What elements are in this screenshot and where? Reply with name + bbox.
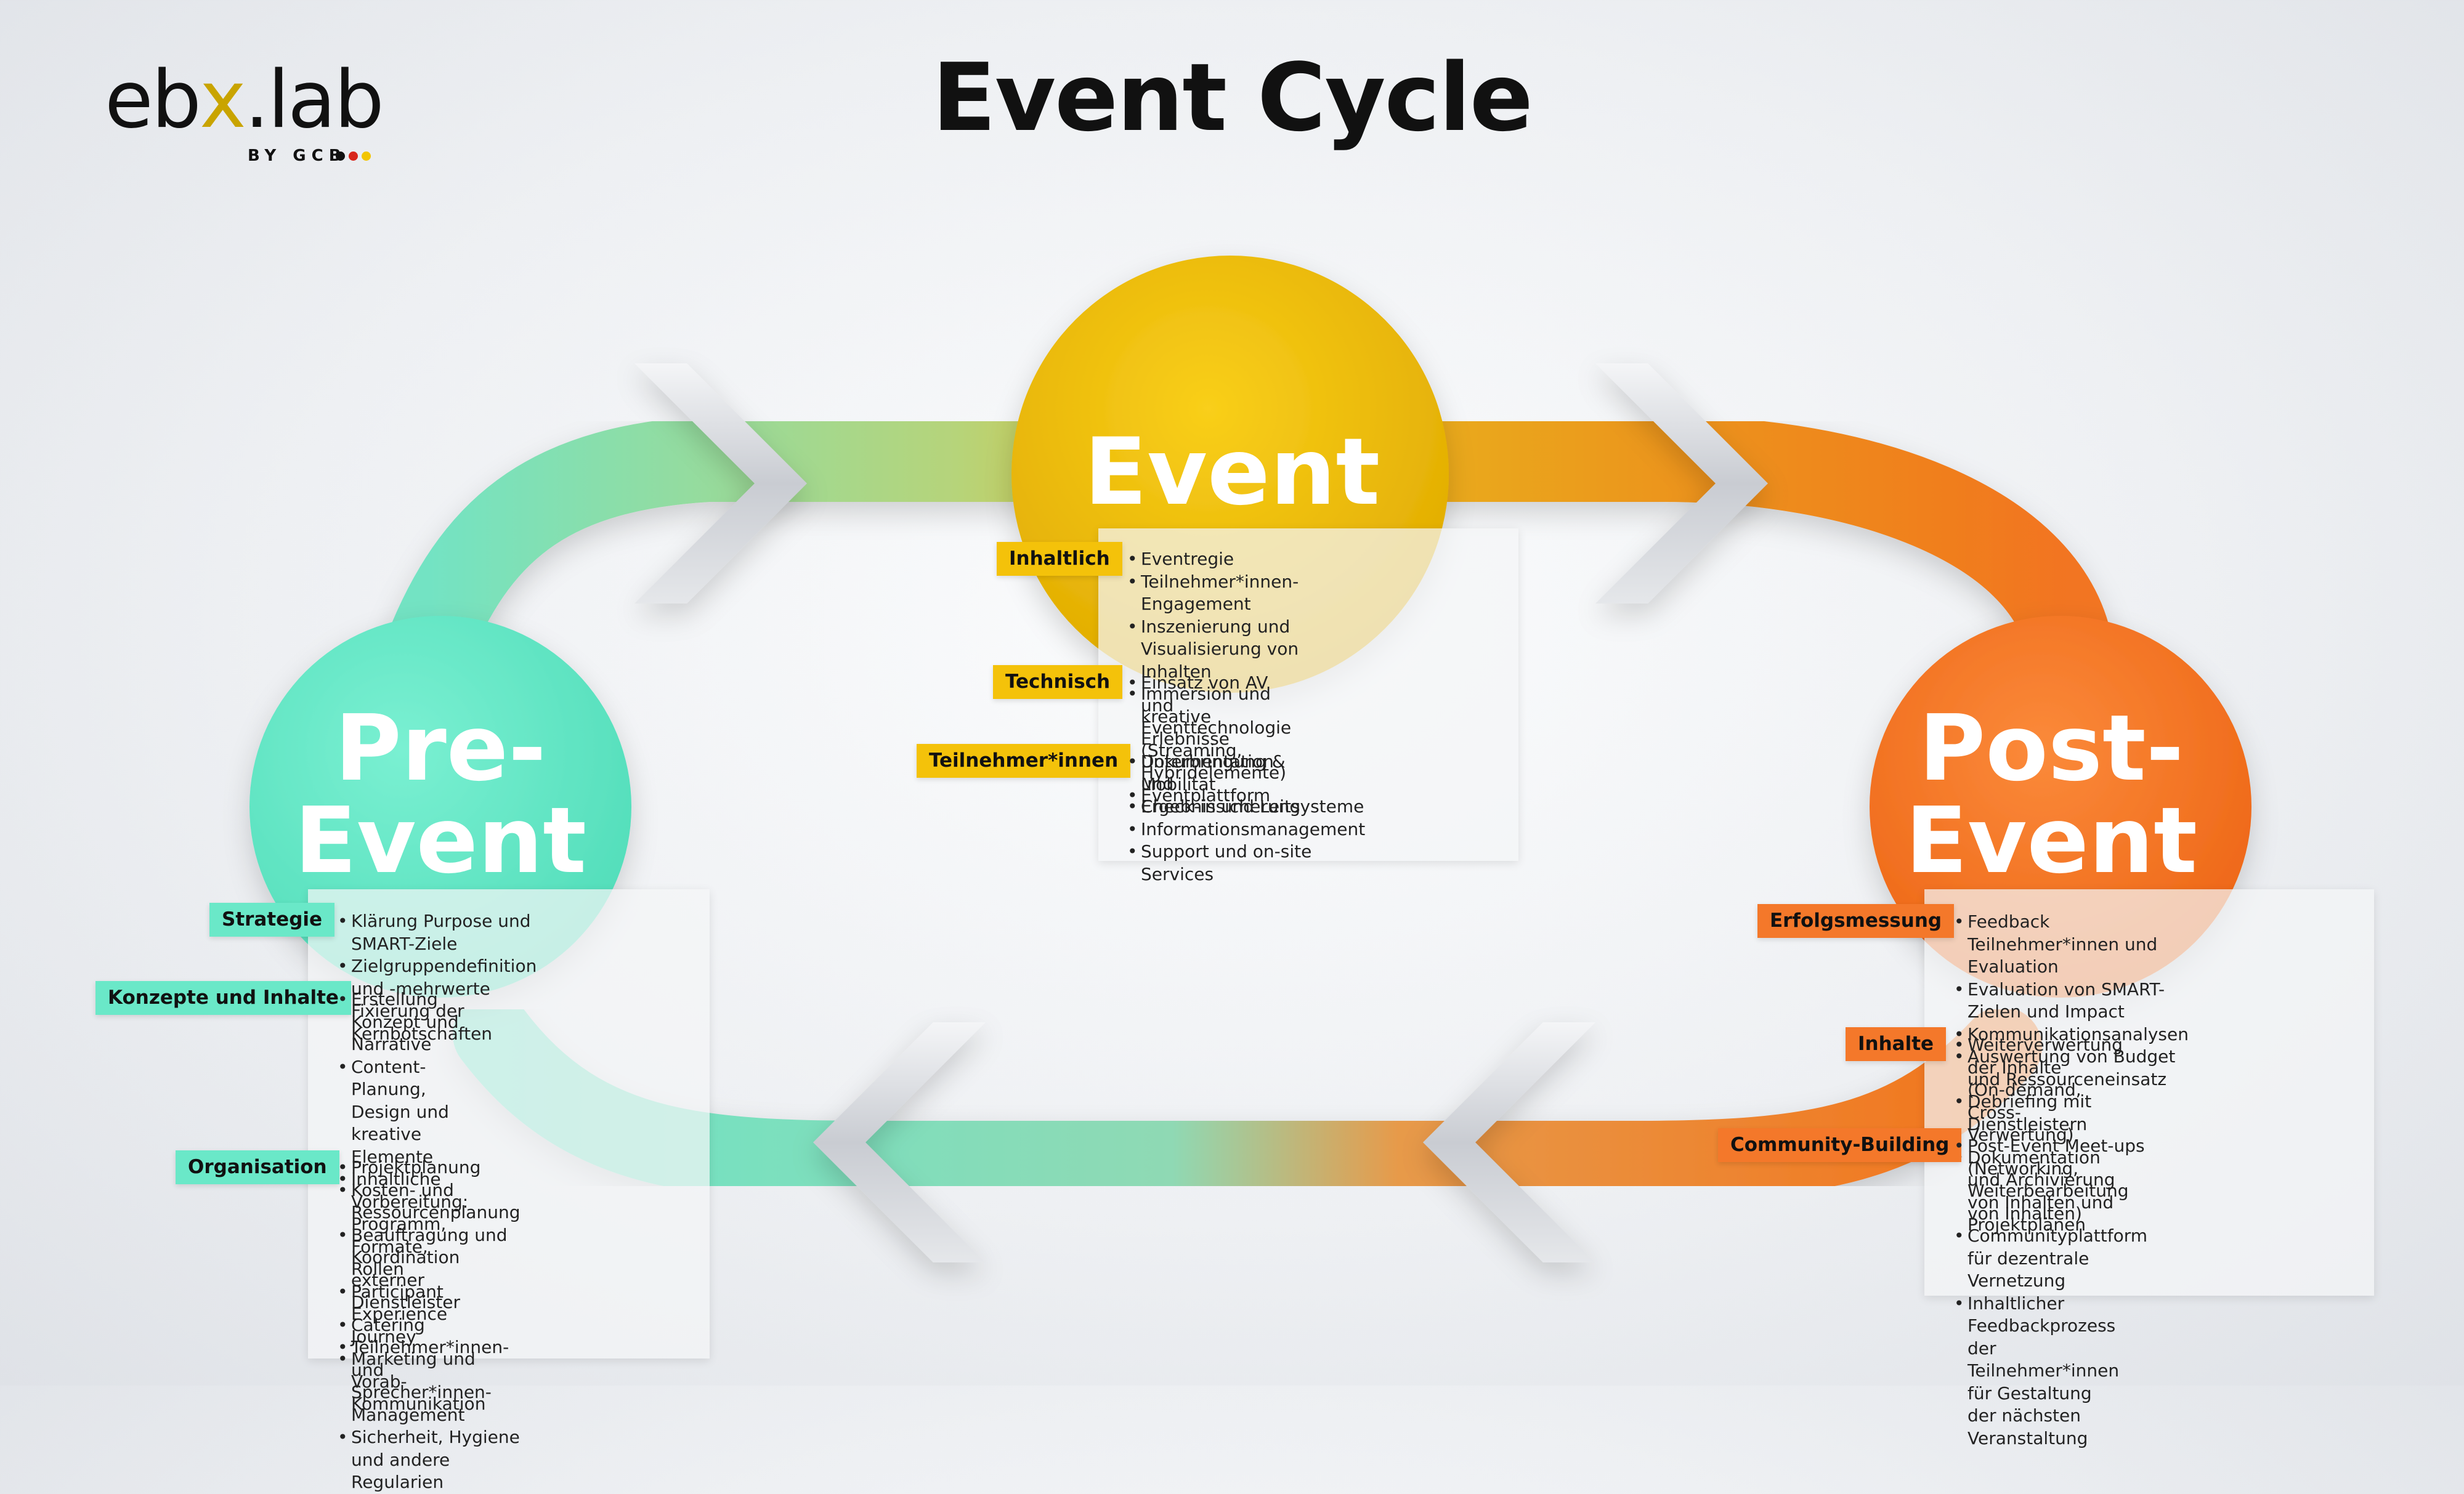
list-item: Teilnehmer*innen-Engagement: [1127, 571, 1300, 616]
list-item: Eventregie: [1127, 548, 1300, 571]
logo-dot-black: [336, 151, 345, 161]
page-title: Event Cycle: [932, 43, 1533, 152]
ebx-lab-logo: ebx.lab BY GCB: [105, 54, 394, 166]
logo-byline: BY GCB: [248, 147, 347, 165]
logo-dot-yellow: [362, 151, 371, 161]
list-item: Beauftragung und Koordination externer D…: [338, 1224, 520, 1314]
post-event-tag: Inhalte: [1846, 1027, 1947, 1061]
list-item: Content-Planung, Design und kreative Ele…: [338, 1056, 485, 1169]
list-item: Catering: [338, 1314, 520, 1337]
post-event-tag: Erfolgsmessung: [1757, 904, 1955, 938]
chevron-right-icon: [1595, 363, 1768, 604]
chevron-left-icon: [813, 1022, 986, 1262]
list-item: Kosten- und Ressourcenplanung: [338, 1179, 520, 1224]
event-tag: Teilnehmer*innen: [917, 744, 1131, 778]
post-event-list: Post-Event Meet-ups (Networking, Weiterb…: [1954, 1135, 2147, 1450]
list-item: Inszenierung und Visualisierung von Inha…: [1127, 616, 1300, 684]
chevron-left-icon: [1423, 1022, 1595, 1262]
list-item: Communityplattform für dezentrale Vernet…: [1954, 1225, 2147, 1293]
pre-event-tag: Organisation: [176, 1150, 339, 1184]
cycle-loop-top: [388, 416, 2113, 690]
pre-event-list: Projektplanung Kosten- und Ressourcenpla…: [338, 1157, 520, 1494]
list-item: Unterbringung & Mobilität: [1127, 751, 1365, 796]
list-item: Check-in und Leitsysteme: [1127, 796, 1365, 818]
list-item: Projektplanung: [338, 1157, 520, 1179]
pre-event-tag: Konzepte und Inhalte: [95, 981, 351, 1015]
event-title: Event: [1084, 419, 1380, 526]
list-item: Feedback Teilnehmer*innen und Evaluation: [1954, 911, 2189, 979]
list-item: Sicherheit, Hygiene und andere Regularie…: [338, 1426, 520, 1494]
list-item: Support und on-site Services: [1127, 841, 1365, 886]
logo-dot-red: [349, 151, 358, 161]
event-tag: Inhaltlich: [997, 542, 1122, 576]
logo-dots: [336, 151, 371, 161]
list-item: Inhaltlicher Feedbackprozess der Teilneh…: [1954, 1293, 2147, 1450]
post-event-title: Post- Event: [1905, 695, 2198, 894]
list-item: Erstellung Konzept und Narrative: [338, 988, 485, 1056]
event-list: Unterbringung & Mobilität Check-in und L…: [1127, 751, 1365, 886]
pre-event-title: Pre- Event: [294, 695, 587, 894]
pre-event-tag: Strategie: [209, 903, 335, 937]
list-item: Weiterverwertung der Inhalte (On-demand,…: [1954, 1034, 2123, 1147]
logo-wordmark: ebx.lab: [105, 54, 384, 146]
list-item: Teilnehmer*innen- und Sprecher*innen-Man…: [338, 1336, 520, 1426]
chevron-right-icon: [634, 363, 807, 604]
list-item: Post-Event Meet-ups (Networking, Weiterb…: [1954, 1135, 2147, 1225]
post-event-tag: Community-Building: [1718, 1128, 1962, 1162]
list-item: Klärung Purpose und SMART-Ziele: [338, 910, 537, 955]
event-tag: Technisch: [993, 665, 1123, 699]
list-item: Informationsmanagement: [1127, 818, 1365, 841]
list-item: Evaluation von SMART-Zielen und Impact: [1954, 979, 2189, 1024]
